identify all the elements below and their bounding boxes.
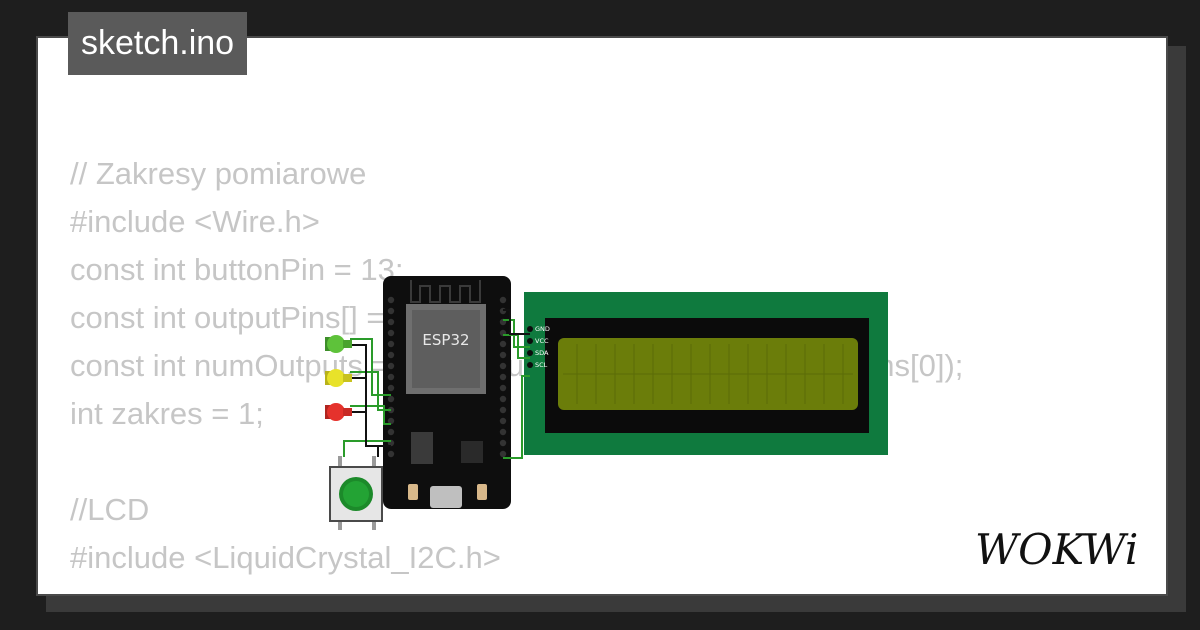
lcd-pin-label: SDA — [535, 349, 549, 357]
lcd-pin-label: SCL — [535, 361, 548, 369]
code-line: LiquidCrystal_I2C lcd(0x27, 20, 4); — [70, 582, 963, 594]
ground-wires — [350, 309, 530, 457]
push-button[interactable] — [329, 456, 383, 530]
led-red[interactable] — [325, 403, 352, 421]
wokwi-logo[interactable]: WOKWi — [975, 524, 1155, 580]
lcd-pin-label: VCC — [535, 337, 549, 345]
code-line: const int buttonPin = 13; — [70, 252, 404, 287]
led-yellow[interactable] — [325, 369, 352, 387]
left-pin-column — [387, 296, 395, 458]
code-line: // Zakresy pomiarowe — [70, 156, 367, 191]
wokwi-logo-text: WOKWi — [975, 525, 1138, 574]
code-line: #include <Wire.h> — [70, 204, 320, 239]
file-name-tab[interactable]: sketch.ino — [68, 12, 248, 75]
code-line: int zakres = 1; — [70, 396, 264, 431]
lcd-module[interactable]: GND VCC SDA SCL — [524, 292, 888, 455]
code-line: //LCD — [70, 492, 150, 527]
lcd-pin-label: GND — [535, 325, 550, 333]
esp32-board[interactable]: ESP32 — [383, 276, 511, 509]
code-line: const int outputPins[] = { — [70, 300, 404, 335]
lcd-pin-header — [527, 326, 533, 368]
led-green[interactable] — [325, 335, 352, 353]
code-line: #include <LiquidCrystal_I2C.h> — [70, 540, 501, 575]
board-label: ESP32 — [422, 331, 469, 349]
